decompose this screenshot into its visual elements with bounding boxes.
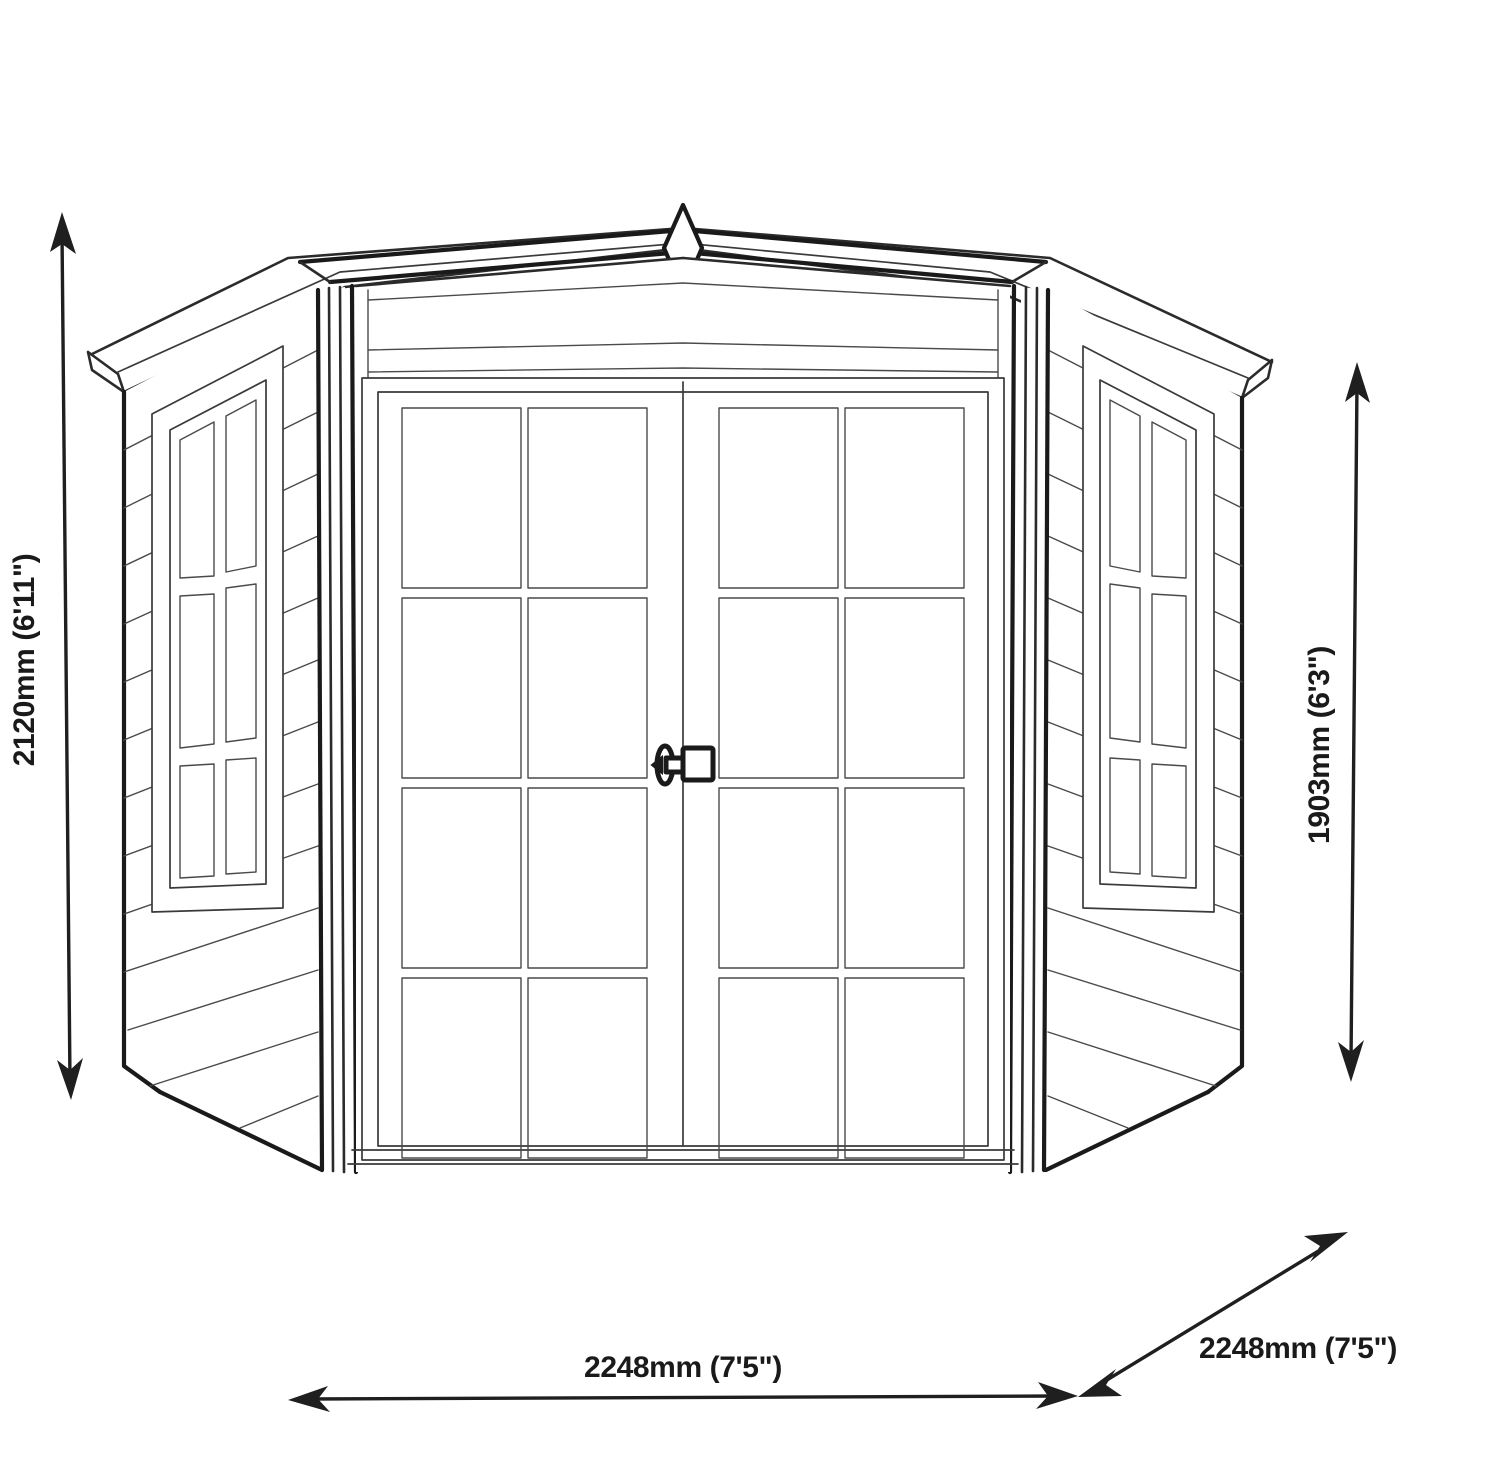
right-wall-outer-edge: [1205, 395, 1245, 1095]
door-handle-lever-icon: [650, 754, 663, 776]
dim-depth-shaft: [1096, 1242, 1331, 1388]
dimension-depth-side: 2248mm (7'5"): [1078, 1232, 1397, 1397]
right-window-frame-outer: [1083, 346, 1214, 912]
door-pane: [401, 597, 522, 779]
dim-depth-arrowhead-lower: [1078, 1369, 1122, 1397]
dim-width-label: 2248mm (7'5"): [584, 1351, 782, 1384]
double-door-assembly[interactable]: [347, 377, 1019, 1165]
right-window-frame-inner-line: [1099, 379, 1197, 889]
dim-depth-label: 2248mm (7'5"): [1199, 1332, 1397, 1365]
dim-width-arrowhead-right: [1036, 1382, 1078, 1409]
door-lock-plate-icon: [680, 745, 716, 783]
left-corner-post: [315, 283, 359, 1175]
door-leaf-right[interactable]: [718, 407, 965, 1159]
roof-right-plane-inner: [682, 242, 1249, 379]
door-pane: [527, 977, 648, 1159]
right-corner-post: [1007, 283, 1051, 1175]
door-pane: [527, 597, 648, 779]
right-wall-bottom-edge: [1043, 1089, 1211, 1173]
barge-end-left: [298, 260, 332, 284]
right-window-frame-outer-line: [1082, 345, 1215, 913]
right-window-pane: [1109, 583, 1141, 743]
left-window-pane: [225, 757, 257, 875]
left-window-frame-inner-line: [169, 379, 267, 889]
front-gable-cladding-1: [367, 282, 999, 301]
left-window-pane: [179, 763, 215, 879]
front-gable-slope-left: [354, 256, 685, 288]
dim-left-label: 2120mm (6'11"): [8, 554, 41, 767]
barge-end-right: [1010, 260, 1048, 284]
door-pane: [401, 787, 522, 969]
dim-right-arrowhead-top: [1345, 362, 1370, 403]
roof-left-plane-inner: [117, 242, 684, 373]
right-window-pane: [1109, 757, 1141, 875]
right-corner-post-edge-d: [1007, 283, 1017, 1175]
right-corner-post-edge-c: [1020, 285, 1028, 1174]
left-wall-bottom-edge: [157, 1089, 325, 1173]
left-corner-post-edge-a: [315, 287, 325, 1173]
dim-left-shaft: [60, 231, 72, 1083]
door-handle[interactable]: [650, 743, 716, 787]
left-window-frame-outer-line: [151, 345, 284, 913]
door-casing-inner-line: [377, 391, 989, 1147]
dim-right-arrowhead-bottom: [1338, 1040, 1364, 1082]
ridge-barge-left-lower: [327, 249, 686, 285]
roof-right-fascia: [1242, 360, 1272, 398]
left-window-frame-outer: [152, 346, 283, 912]
door-pane: [401, 407, 522, 589]
ridge-barge-right-lower: [680, 249, 1015, 285]
right-corner-post-edge-b: [1031, 286, 1039, 1173]
door-casing-outer-line: [361, 377, 1005, 1161]
right-window-pane: [1109, 399, 1141, 573]
dim-depth-arrowhead-upper: [1304, 1232, 1348, 1262]
door-pane: [844, 977, 965, 1159]
dim-left-arrowhead-bottom: [57, 1058, 83, 1100]
left-window-pane: [179, 421, 215, 579]
door-pane: [527, 787, 648, 969]
roof-left-fascia: [88, 352, 124, 392]
front-gable-slope-right: [681, 256, 1012, 288]
ridge-barge-left: [297, 227, 686, 265]
door-pane: [844, 787, 965, 969]
door-pane: [527, 407, 648, 589]
ridge-barge-right: [680, 227, 1049, 265]
left-corner-post-edge-c: [338, 285, 346, 1174]
left-window-pane: [225, 399, 257, 573]
door-pane: [718, 597, 839, 779]
dimension-width-front: 2248mm (7'5"): [288, 1351, 1078, 1412]
left-side-wall: [121, 290, 325, 1173]
left-corner-post-edge-d: [349, 283, 359, 1175]
right-corner-post-edge-a: [1041, 287, 1051, 1173]
dim-width-shaft: [307, 1394, 1059, 1401]
left-corner-post-edge-b: [327, 286, 335, 1173]
door-pane: [401, 977, 522, 1159]
door-pane: [718, 407, 839, 589]
roof-right-plane-outline: [681, 226, 1274, 364]
left-window-pane: [225, 583, 257, 743]
dim-left-arrowhead-top: [50, 212, 76, 254]
left-window-pane: [179, 593, 215, 749]
front-gable-cladding-3: [367, 367, 999, 373]
dim-width-arrowhead-left: [288, 1386, 330, 1412]
right-window-pane: [1151, 593, 1187, 749]
door-leaf-left[interactable]: [401, 407, 648, 1159]
dimension-height-left: 2120mm (6'11"): [8, 212, 83, 1100]
right-window-pane: [1151, 421, 1187, 579]
door-pane: [844, 597, 965, 779]
dimension-height-right: 1903mm (6'3"): [1303, 362, 1370, 1082]
left-side-window[interactable]: [151, 345, 284, 913]
door-pane: [718, 787, 839, 969]
dim-right-label: 1903mm (6'3"): [1303, 646, 1336, 844]
door-pane: [844, 407, 965, 589]
roof-left-plane-outline: [88, 226, 685, 357]
front-gable-cladding-2: [367, 342, 999, 351]
right-side-wall: [1043, 290, 1245, 1173]
door-pane: [718, 977, 839, 1159]
left-wall-outer-edge: [121, 389, 163, 1095]
right-side-window[interactable]: [1082, 345, 1215, 913]
dim-right-shaft: [1349, 381, 1359, 1063]
right-window-pane: [1151, 763, 1187, 879]
